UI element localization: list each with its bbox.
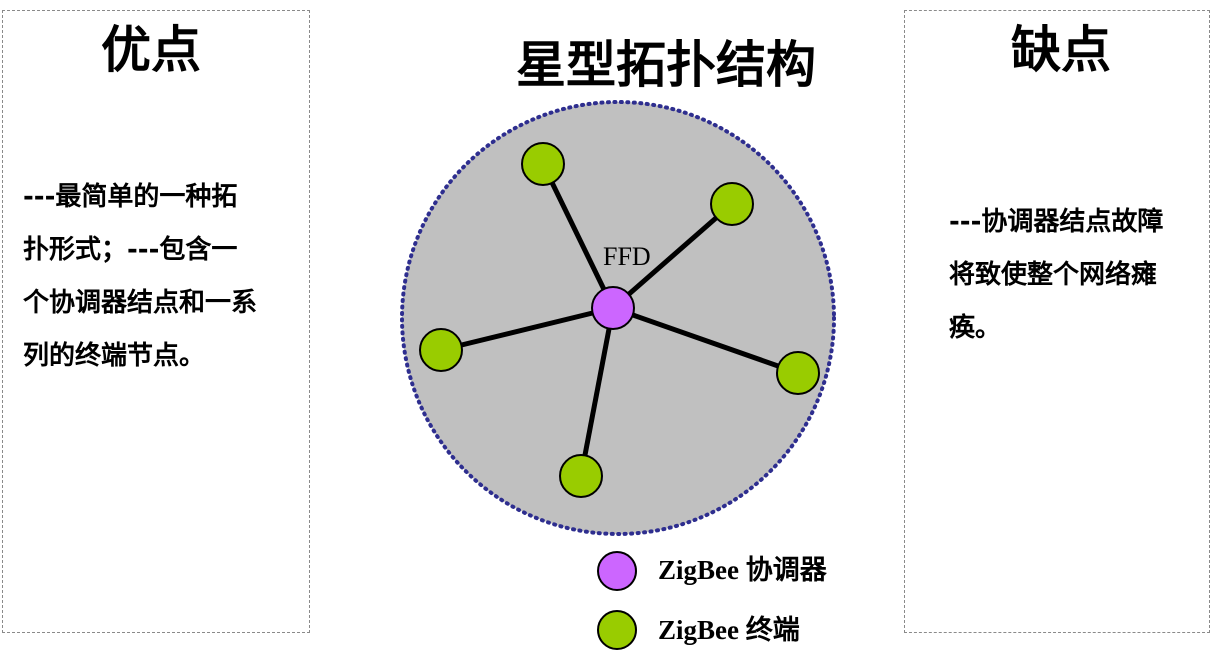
advantages-title: 优点 xyxy=(101,21,201,79)
advantages-panel: 优点 ---最简单的一种拓扑形式；---包含一个协调器结点和一系列的终端节点。 xyxy=(2,10,310,633)
end-device-node-top-right xyxy=(710,182,754,226)
link-top-right xyxy=(611,202,734,310)
disadvantages-text: ---协调器结点故障将致使整个网络瘫痪。 xyxy=(949,207,1164,343)
link-top xyxy=(540,162,616,310)
end-device-node-top xyxy=(521,142,565,186)
link-bottom xyxy=(578,307,616,477)
end-device-node-bottom xyxy=(559,454,603,498)
coordinator-ffd-label: FFD xyxy=(603,242,651,271)
disadvantages-panel: 缺点 ---协调器结点故障将致使整个网络瘫痪。 xyxy=(904,10,1210,633)
link-right xyxy=(612,305,799,376)
legend-end-device-swatch xyxy=(597,610,637,650)
coordinator-node xyxy=(591,286,635,330)
legend-coordinator-swatch xyxy=(597,551,637,591)
end-device-node-right xyxy=(776,351,820,395)
link-left xyxy=(440,305,614,353)
end-device-node-left xyxy=(419,328,463,372)
legend-coordinator-label: ZigBee 协调器 xyxy=(658,555,827,585)
advantages-text: ---最简单的一种拓扑形式；---包含一个协调器结点和一系列的终端节点。 xyxy=(23,182,258,371)
legend-end-device-label: ZigBee 终端 xyxy=(658,615,800,645)
disadvantages-title: 缺点 xyxy=(1011,21,1111,79)
diagram-title: 星型拓扑结构 xyxy=(516,36,816,94)
